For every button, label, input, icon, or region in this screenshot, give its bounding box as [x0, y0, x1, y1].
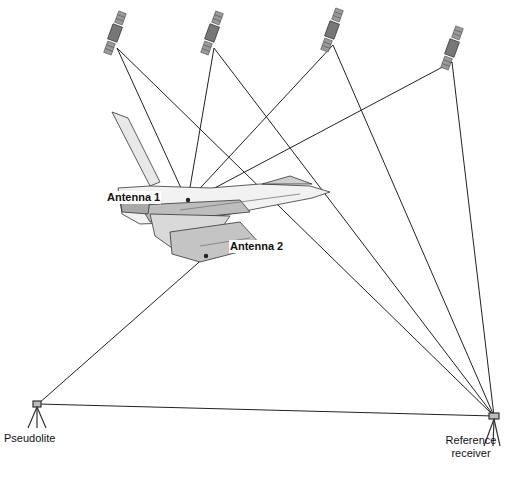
receiver-label: Reference receiver: [440, 434, 502, 459]
antenna-label: Antenna 1: [106, 191, 161, 204]
pseudolite-label: Pseudolite: [4, 432, 55, 445]
antenna-label: Antenna 2: [229, 240, 284, 253]
